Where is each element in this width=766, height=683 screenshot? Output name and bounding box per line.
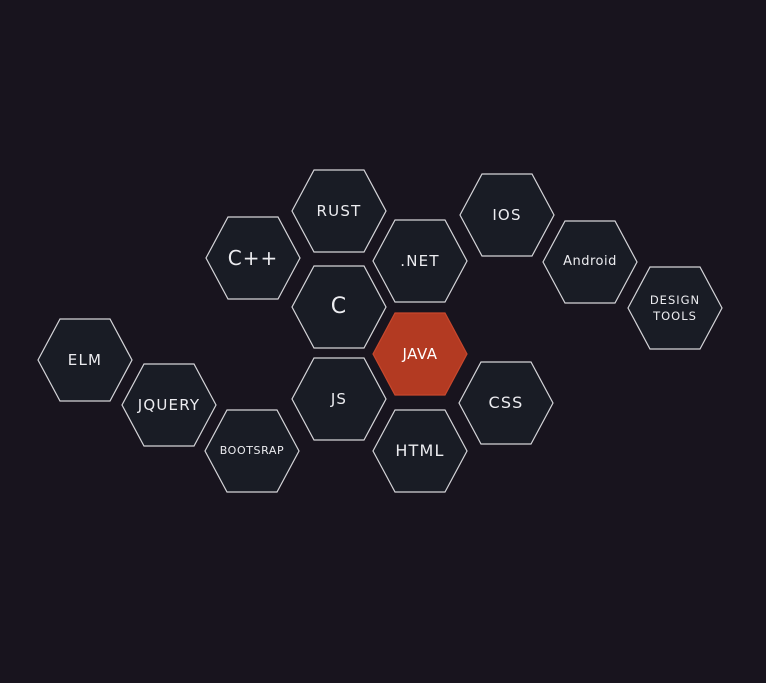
hex-ios[interactable]: IOS <box>459 173 555 257</box>
hex-label: CSS <box>488 392 524 412</box>
hex-label: IOS <box>492 205 522 224</box>
hexagon-shape <box>291 265 387 349</box>
hexagon-shape <box>372 409 468 493</box>
hex-label: C <box>330 293 348 319</box>
hex-label: RUST <box>316 201 362 220</box>
hexagon-shape <box>37 318 133 402</box>
hex-label: DESIGN TOOLS <box>649 292 701 323</box>
hex-label: JAVA <box>402 344 438 363</box>
hex-label: HTML <box>395 440 445 460</box>
hex-rust[interactable]: RUST <box>291 169 387 253</box>
hex-label: ELM <box>67 350 103 369</box>
hexagon-shape <box>372 219 468 303</box>
hexagon-shape <box>205 216 301 300</box>
hex-css[interactable]: CSS <box>458 361 554 445</box>
hex-jquery[interactable]: JQUERY <box>121 363 217 447</box>
hex-js[interactable]: JS <box>291 357 387 441</box>
hex-label: C++ <box>227 246 279 270</box>
hex-label: JQUERY <box>137 395 201 414</box>
hexagon-shape <box>458 361 554 445</box>
hexagon-shape <box>627 266 723 350</box>
hex-elm[interactable]: ELM <box>37 318 133 402</box>
hex-label: JS <box>330 389 348 408</box>
hex-label: BOOTSRAP <box>219 444 285 458</box>
hex-label: Android <box>563 253 617 269</box>
hex-html[interactable]: HTML <box>372 409 468 493</box>
hexagon-shape <box>459 173 555 257</box>
hex-design-tools[interactable]: DESIGN TOOLS <box>627 266 723 350</box>
hex-bootstrap[interactable]: BOOTSRAP <box>204 409 300 493</box>
hexagon-shape <box>372 312 468 396</box>
hexagon-shape <box>291 169 387 253</box>
hexagon-shape <box>291 357 387 441</box>
hex-label: .NET <box>400 251 440 270</box>
hexagon-shape <box>542 220 638 304</box>
hex-dotnet[interactable]: .NET <box>372 219 468 303</box>
hexagon-shape <box>204 409 300 493</box>
hexagon-shape <box>121 363 217 447</box>
hex-java[interactable]: JAVA <box>372 312 468 396</box>
hex-cpp[interactable]: C++ <box>205 216 301 300</box>
hex-android[interactable]: Android <box>542 220 638 304</box>
hex-c[interactable]: C <box>291 265 387 349</box>
